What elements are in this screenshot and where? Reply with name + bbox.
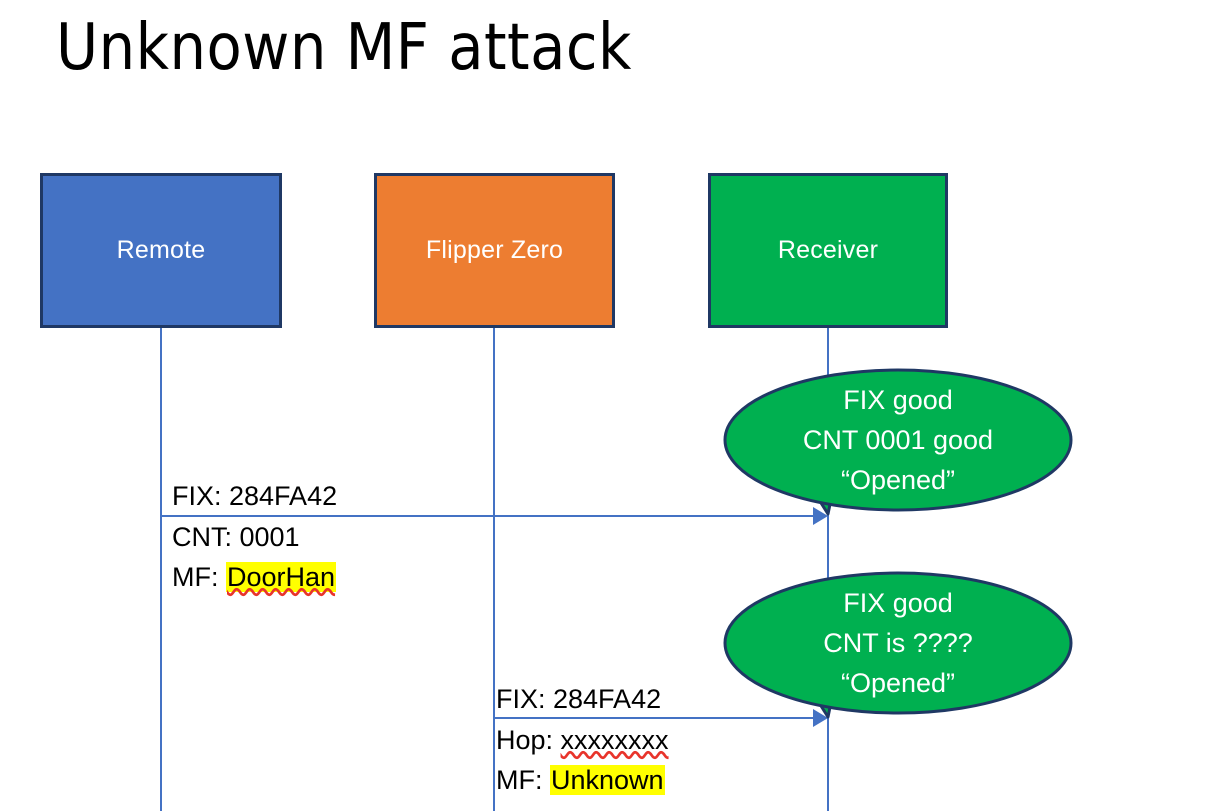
mf-value-unknown: Unknown: [550, 765, 665, 795]
callout-bubble-1[interactable]: FIX good CNT 0001 good “Opened”: [723, 362, 1073, 517]
hop-prefix: Hop:: [496, 725, 561, 755]
message-arrowhead-icon-1: [813, 507, 828, 525]
hop-value: xxxxxxxx: [560, 725, 669, 755]
lifeline-flipper-zero: [493, 328, 495, 811]
actor-label-flipper-zero: Flipper Zero: [425, 236, 564, 264]
mf-prefix-2: MF:: [496, 765, 550, 795]
actor-box-flipper-zero[interactable]: Flipper Zero: [374, 173, 615, 328]
lifeline-receiver: [827, 328, 829, 811]
page-title: Unknown MF attack: [56, 11, 632, 85]
message-label-2-below: Hop: xxxxxxxx MF: Unknown: [496, 720, 669, 800]
callout-bubble-2[interactable]: FIX good CNT is ???? “Opened”: [723, 565, 1073, 720]
message-arrow-line-1: [161, 515, 816, 517]
actor-label-receiver: Receiver: [777, 236, 879, 264]
cnt-value: 0001: [239, 522, 300, 552]
actor-box-receiver[interactable]: Receiver: [708, 173, 948, 328]
callout-shape-1: [723, 368, 1073, 516]
actor-box-remote[interactable]: Remote: [40, 173, 282, 328]
callout-shape-2: [723, 571, 1073, 719]
message-label-1-above: FIX: 284FA42: [172, 481, 338, 511]
cnt-prefix: CNT:: [172, 522, 240, 552]
message-label-2-line-hop: Hop: xxxxxxxx: [496, 720, 669, 760]
mf-prefix: MF:: [172, 562, 226, 592]
lifeline-remote: [160, 328, 162, 811]
message-label-2-above: FIX: 284FA42: [496, 684, 662, 714]
mf-value-doorhan: DoorHan: [226, 562, 337, 592]
message-label-1-line-cnt: CNT: 0001: [172, 517, 336, 557]
message-label-2-line-mf: MF: Unknown: [496, 760, 669, 800]
message-arrow-line-2: [494, 717, 816, 719]
actor-label-remote: Remote: [116, 236, 206, 264]
message-label-1-line-mf: MF: DoorHan: [172, 557, 337, 597]
message-label-1-below: CNT: 0001 MF: DoorHan: [172, 517, 337, 597]
